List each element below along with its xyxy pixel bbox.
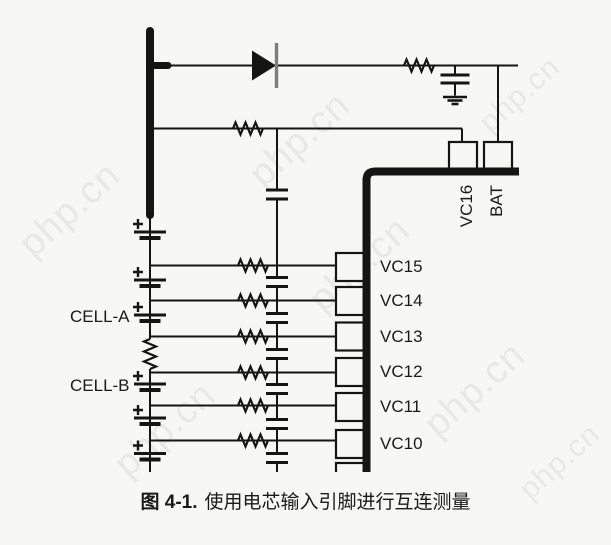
pin-box-vc13 — [334, 321, 366, 352]
capacitor-symbol — [440, 65, 470, 96]
pin-label-vc14: VC14 — [380, 291, 423, 310]
figure-caption: 图 4-1. 使用电芯输入引脚进行互连测量 — [0, 487, 611, 514]
pin-label-bat: BAT — [487, 185, 506, 217]
pin-label-vc13: VC13 — [380, 326, 423, 346]
pin-box-vc15 — [334, 251, 366, 283]
pin-label-vc15: VC15 — [380, 257, 423, 276]
diode-symbol — [252, 43, 279, 88]
resistor-symbol — [402, 58, 436, 73]
figure-number: 图 4-1. — [140, 492, 198, 513]
resistor-symbol — [231, 121, 265, 136]
pin-box-vc12 — [334, 356, 366, 388]
resistor-symbol — [236, 329, 270, 344]
capacitor-symbol — [266, 312, 288, 324]
pin-box-partial — [334, 461, 366, 472]
capacitor-symbol — [266, 276, 288, 288]
pin-box-vc14 — [334, 285, 366, 317]
pin-box-vc11 — [334, 391, 366, 423]
pin-label-vc10: VC10 — [380, 434, 423, 453]
resistor-symbol — [142, 337, 158, 371]
resistor-symbol — [236, 398, 270, 413]
pin-label-vc16: VC16 — [457, 184, 476, 228]
capacitor-symbol — [266, 418, 288, 430]
vc16-wire — [152, 127, 463, 142]
cell-a-label: CELL-A — [70, 307, 130, 326]
resistor-symbol — [236, 258, 270, 273]
resistor-symbol — [236, 293, 270, 308]
pin-box-bat — [482, 140, 514, 171]
pin-box-vc10 — [334, 428, 366, 460]
cell-b-label: CELL-B — [70, 376, 130, 395]
pin-label-vc12: VC12 — [380, 362, 423, 381]
pin-label-vc11: VC11 — [380, 397, 422, 416]
resistor-symbol — [236, 433, 270, 448]
resistor-symbol — [236, 365, 270, 380]
capacitor-symbol — [266, 348, 288, 360]
ic-outline — [362, 167, 519, 472]
capacitor-symbol — [266, 452, 288, 464]
pin-box-vc16 — [447, 140, 479, 171]
capacitor-symbol — [266, 383, 288, 395]
figure-caption-text: 使用电芯输入引脚进行互连测量 — [204, 492, 471, 513]
capacitor-symbol — [266, 188, 288, 201]
ground-symbol — [443, 95, 467, 106]
